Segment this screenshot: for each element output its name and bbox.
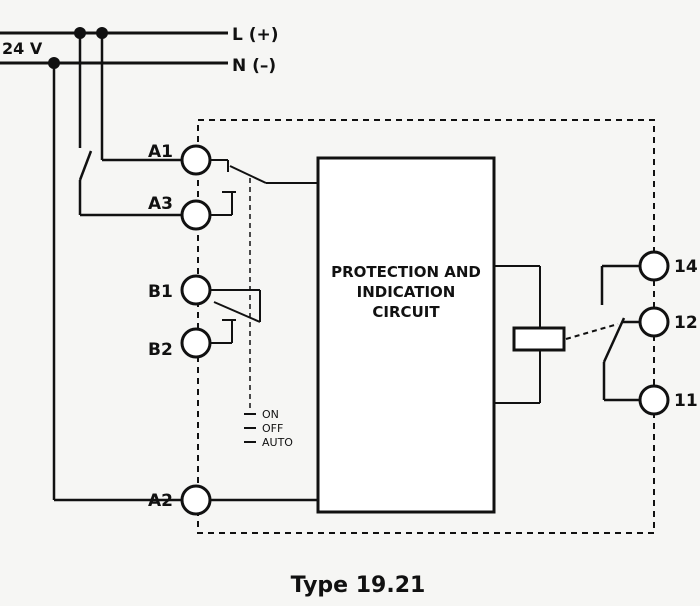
mode-off-label: OFF bbox=[262, 422, 283, 435]
terminal-b1 bbox=[180, 274, 212, 306]
terminal-a2 bbox=[180, 484, 212, 516]
terminal-14 bbox=[638, 250, 670, 282]
terminal-a1 bbox=[180, 144, 212, 176]
circuit-title-line2: INDICATION bbox=[357, 283, 456, 301]
terminal-b1-label: B1 bbox=[148, 282, 173, 302]
terminal-b2-label: B2 bbox=[148, 340, 173, 360]
terminal-14-label: 14 bbox=[674, 257, 698, 277]
protection-circuit-box bbox=[316, 156, 496, 514]
circuit-title-line1: PROTECTION AND bbox=[331, 263, 481, 281]
terminal-11-label: 11 bbox=[674, 391, 698, 411]
rail-n-label: N (–) bbox=[232, 56, 276, 76]
terminal-b2 bbox=[180, 327, 212, 359]
terminal-a3 bbox=[180, 199, 212, 231]
terminal-a3-label: A3 bbox=[148, 194, 173, 214]
diagram-caption: Type 19.21 bbox=[291, 573, 426, 598]
selector-contact bbox=[229, 165, 267, 184]
terminal-a1-label: A1 bbox=[148, 142, 173, 162]
changeover-contact bbox=[602, 317, 626, 363]
b-contact bbox=[213, 301, 261, 323]
mode-auto-label: AUTO bbox=[262, 436, 293, 449]
rail-l-label: L (+) bbox=[232, 25, 279, 45]
external-switch bbox=[78, 150, 93, 181]
voltage-label: 24 V bbox=[2, 39, 43, 58]
relay-coil bbox=[512, 326, 566, 352]
terminal-12 bbox=[638, 306, 670, 338]
relay-linkage bbox=[565, 323, 619, 340]
circuit-title-line3: CIRCUIT bbox=[372, 303, 440, 321]
terminal-12-label: 12 bbox=[674, 313, 698, 333]
mode-on-label: ON bbox=[262, 408, 279, 421]
terminal-a2-label: A2 bbox=[148, 491, 173, 511]
terminal-11 bbox=[638, 384, 670, 416]
